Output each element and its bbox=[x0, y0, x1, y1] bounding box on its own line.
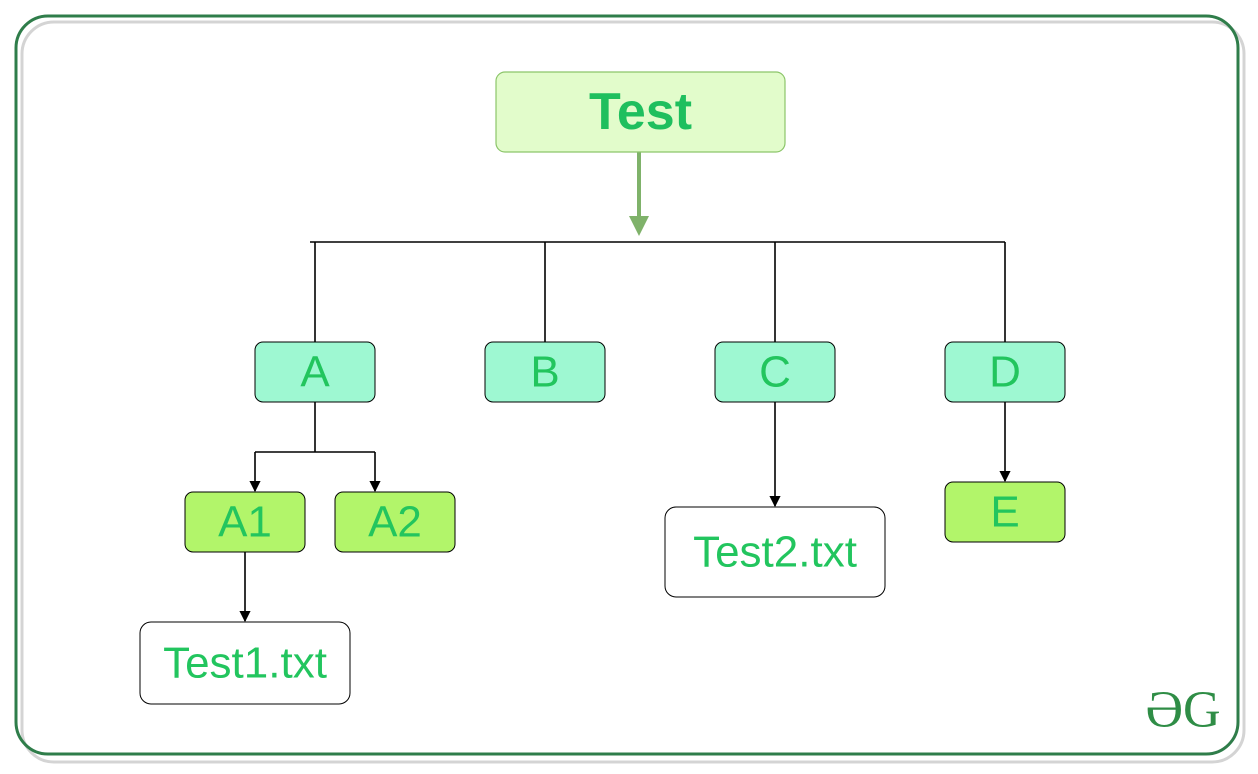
node-box bbox=[944, 341, 1066, 403]
node-label: A1 bbox=[218, 498, 272, 547]
frame-border bbox=[14, 14, 1240, 756]
node-box bbox=[495, 71, 786, 153]
node-label: Test1.txt bbox=[163, 639, 327, 688]
node-label: A bbox=[300, 348, 330, 397]
node-label: A2 bbox=[368, 498, 422, 547]
node-box bbox=[254, 341, 376, 403]
node-a2: A2 bbox=[334, 491, 456, 553]
node-box bbox=[484, 341, 606, 403]
node-e: E bbox=[944, 481, 1066, 543]
node-label: E bbox=[990, 488, 1019, 537]
node-box bbox=[184, 491, 306, 553]
node-box bbox=[139, 621, 351, 705]
node-box bbox=[664, 506, 886, 598]
node-box bbox=[334, 491, 456, 553]
node-label: B bbox=[530, 348, 559, 397]
connectors bbox=[239, 152, 1011, 623]
node-d: D bbox=[944, 341, 1066, 403]
node-box bbox=[714, 341, 836, 403]
frame-shadow bbox=[20, 20, 1246, 764]
node-test2-txt: Test2.txt bbox=[664, 506, 886, 598]
geeksforgeeks-logo: ƏG bbox=[1145, 682, 1220, 739]
node-a1: A1 bbox=[184, 491, 306, 553]
node-label: Test bbox=[589, 83, 692, 141]
node-b: B bbox=[484, 341, 606, 403]
node-a: A bbox=[254, 341, 376, 403]
node-test1-txt: Test1.txt bbox=[139, 621, 351, 705]
node-c: C bbox=[714, 341, 836, 403]
node-label: D bbox=[989, 348, 1021, 397]
node-label: Test2.txt bbox=[693, 528, 857, 577]
node-box bbox=[944, 481, 1066, 543]
node-label: C bbox=[759, 348, 791, 397]
node-test: Test bbox=[495, 71, 786, 153]
